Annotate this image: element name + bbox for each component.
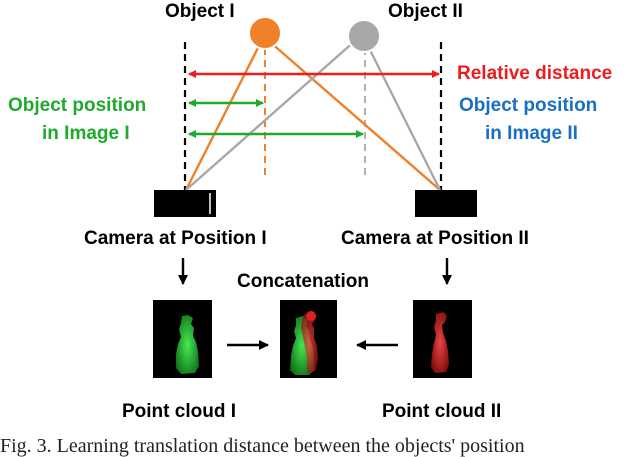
concatenation-label: Concatenation	[237, 271, 369, 292]
object1-label: Object I	[165, 1, 235, 22]
camera2-label: Camera at Position II	[341, 228, 529, 249]
object1-circle	[248, 16, 282, 50]
pointcloud2-label: Point cloud II	[382, 401, 502, 422]
object-position-image2-line1: Object position	[459, 95, 598, 116]
ray-object1-camera1	[184, 39, 264, 191]
concatenated-red-shape	[301, 314, 318, 373]
ray-object2-camera1	[185, 39, 357, 191]
pointcloud2-shape	[431, 312, 449, 373]
object2-label: Object II	[388, 1, 463, 22]
camera1-label: Camera at Position I	[84, 228, 267, 249]
object-position-image1-line2: in Image I	[42, 123, 130, 144]
object2-circle	[347, 19, 381, 53]
camera2-body	[415, 190, 477, 217]
camera1-body	[154, 190, 216, 217]
figure-caption: Fig. 3. Learning translation distance be…	[0, 435, 525, 457]
concatenated-red-head	[306, 311, 316, 321]
pointcloud1-shape	[176, 315, 199, 374]
object-position-image1-line1: Object position	[8, 95, 147, 116]
pointcloud1-label: Point cloud I	[122, 401, 236, 422]
ray-object2-camera2	[364, 41, 442, 191]
object-position-image2-line2: in Image II	[485, 123, 578, 144]
ray-object1-camera2	[269, 41, 441, 191]
relative-distance-label: Relative distance	[457, 63, 613, 84]
